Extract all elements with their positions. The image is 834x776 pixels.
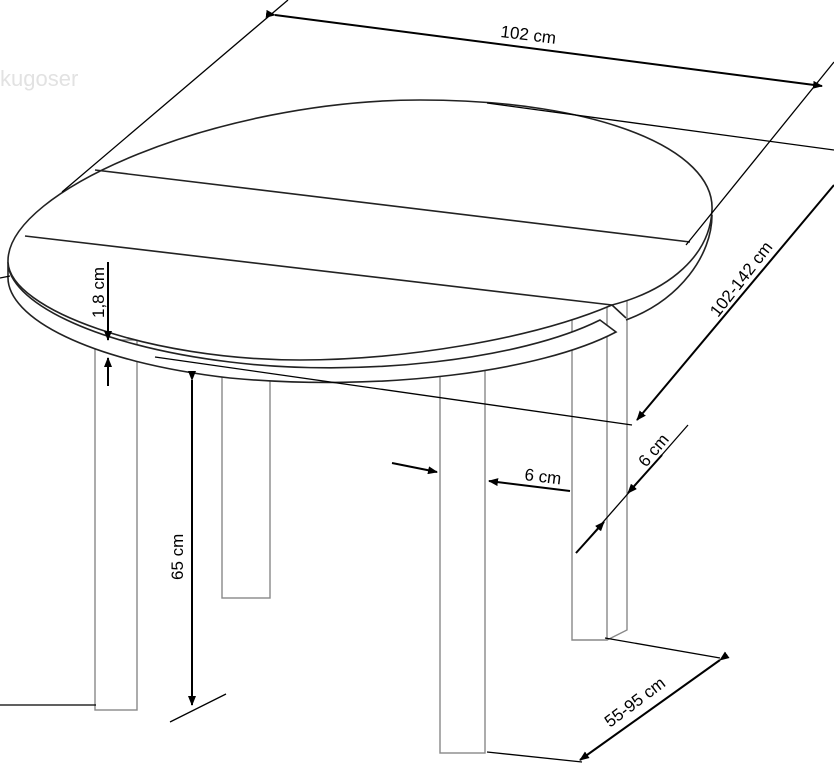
leaf-seam-2: [24, 235, 613, 306]
leg-front-right: [439, 364, 486, 754]
arrow-102: [265, 9, 823, 89]
dimension-arrows: [104, 9, 834, 761]
label-top-width: 102 cm: [500, 22, 558, 48]
leg-front-left: [94, 339, 138, 711]
label-thickness: 1,8 cm: [89, 267, 108, 318]
table-legs: [94, 290, 628, 754]
arrow-6-left: [391, 462, 438, 475]
watermark: kugoser: [0, 66, 78, 91]
leg-back-left: [221, 369, 271, 599]
arrow-6-right: [488, 478, 571, 492]
arrow-102-142: [636, 184, 834, 421]
label-height: 65 cm: [168, 534, 187, 580]
leaf-seam-1: [94, 169, 691, 243]
label-leg-width: 6 cm: [524, 465, 563, 488]
arrow-55-95: [579, 651, 730, 761]
arrow-6-diag-top: [627, 454, 663, 494]
label-leg-spacing: 55-95 cm: [601, 673, 669, 731]
leg-back-right: [571, 290, 628, 641]
label-length: 102-142 cm: [706, 238, 776, 320]
tabletop: [7, 99, 713, 384]
arrow-6-diag-bottom: [575, 521, 605, 554]
label-leg-depth: 6 cm: [635, 430, 673, 470]
